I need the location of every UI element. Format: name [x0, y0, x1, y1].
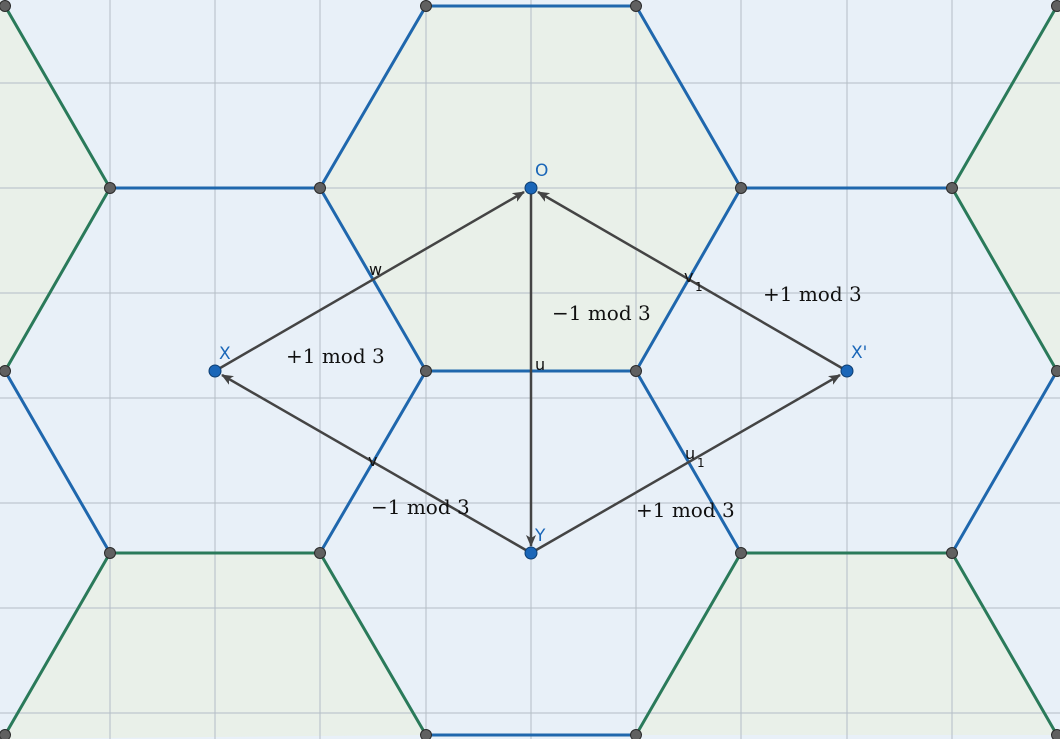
- mod-label-y-to-x: −1 mod 3: [371, 495, 470, 519]
- vertex: [420, 0, 432, 12]
- vertex: [420, 365, 432, 377]
- arrow-xprime-to-o: [537, 190, 848, 373]
- vertex: [104, 547, 116, 559]
- point-x-prime[interactable]: [840, 364, 854, 378]
- vertex: [1051, 729, 1060, 739]
- vertex: [630, 0, 642, 12]
- edge-label-v: v: [368, 451, 377, 470]
- edge-label-v1-subscript: 1: [695, 280, 703, 294]
- edge-label-u1: u: [685, 444, 695, 463]
- vertex: [314, 547, 326, 559]
- label-x-prime: X': [851, 343, 867, 363]
- vertex: [104, 182, 116, 194]
- arrow-y-to-x: [221, 373, 532, 555]
- vertex: [0, 729, 11, 739]
- vertex: [420, 729, 432, 739]
- green-edges: [3, 4, 1059, 737]
- label-y: Y: [534, 526, 546, 546]
- edge-label-u1-subscript: 1: [697, 456, 705, 470]
- edge-label-v1: v: [684, 267, 693, 286]
- mod-label-o-to-y: −1 mod 3: [552, 301, 651, 325]
- vertex: [946, 547, 958, 559]
- vertex: [630, 365, 642, 377]
- label-o: O: [535, 161, 548, 181]
- mod-label-x-to-o: +1 mod 3: [286, 344, 385, 368]
- vertex: [0, 365, 11, 377]
- edge-label-u: u: [535, 355, 545, 374]
- vertex: [314, 182, 326, 194]
- mod-label-xprime-to-o: +1 mod 3: [763, 282, 862, 306]
- hexagon-face-left-edge: [0, 0, 110, 371]
- vertex: [1051, 365, 1060, 377]
- vertex: [1051, 0, 1060, 12]
- vertex: [946, 182, 958, 194]
- named-points: [208, 181, 854, 560]
- vertex: [735, 182, 747, 194]
- arrow-y-to-xprime: [530, 373, 841, 555]
- point-o[interactable]: [524, 181, 538, 195]
- mod-label-y-to-xprime: +1 mod 3: [636, 498, 735, 522]
- hexagon-face-right-edge: [952, 0, 1060, 371]
- edge-label-w: w: [369, 260, 382, 279]
- vertex: [735, 547, 747, 559]
- arrows: [214, 188, 848, 555]
- arrow-x-to-o: [214, 190, 525, 373]
- point-x[interactable]: [208, 364, 222, 378]
- label-x: X: [219, 344, 231, 364]
- point-y[interactable]: [524, 546, 538, 560]
- vertex: [0, 0, 11, 12]
- vertex: [630, 729, 642, 739]
